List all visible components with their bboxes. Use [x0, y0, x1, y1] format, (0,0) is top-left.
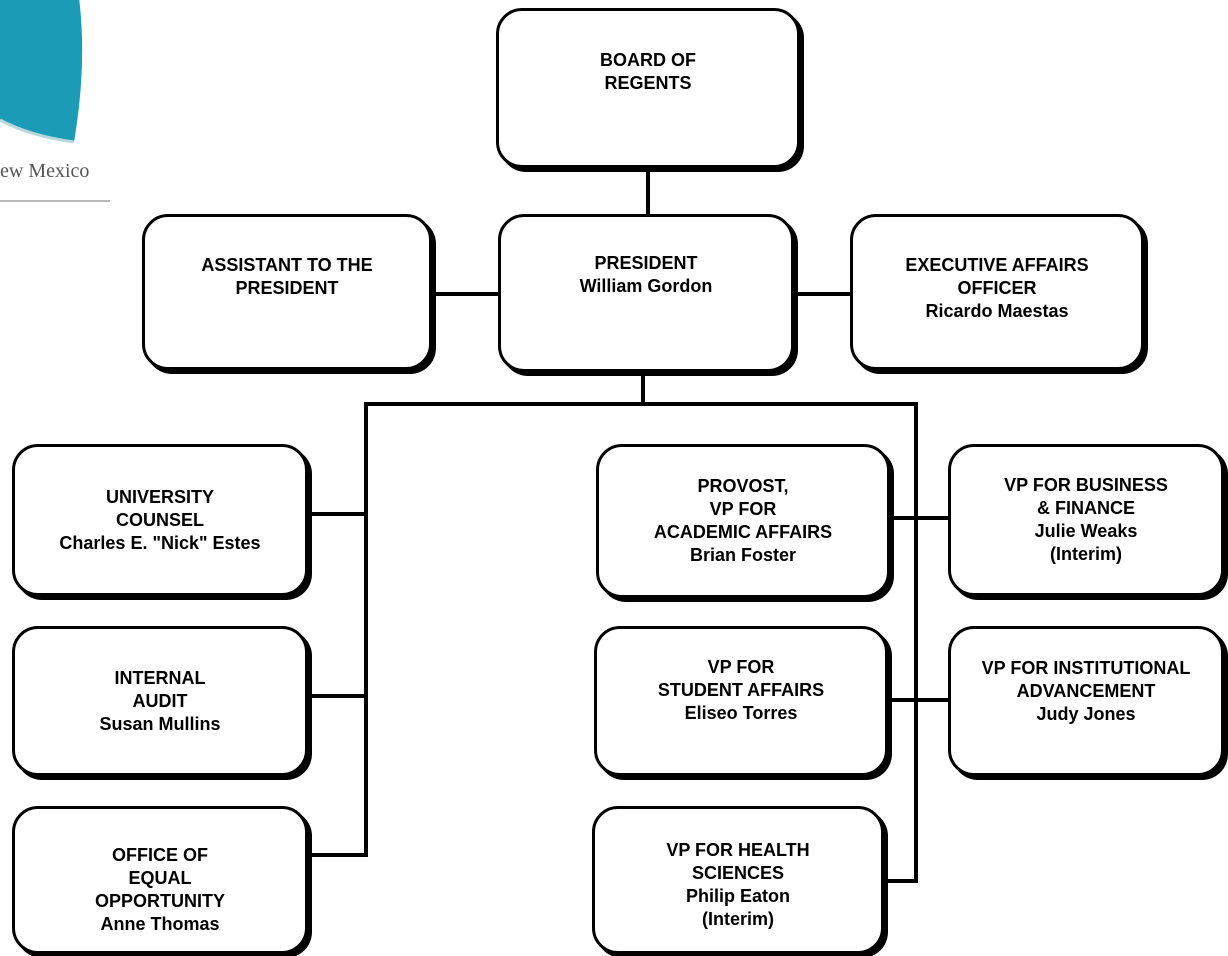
box-student-affairs: VP FOR STUDENT AFFAIRS Eliseo Torres — [594, 626, 888, 776]
health-line-2: SCIENCES — [691, 863, 785, 883]
health-status: (Interim) — [702, 909, 774, 929]
student-name: Eliseo Torres — [684, 702, 798, 723]
box-institutional-advancement: VP FOR INSTITUTIONAL ADVANCEMENT Judy Jo… — [948, 626, 1224, 776]
box-board-of-regents: BOARD OF REGENTS — [496, 8, 800, 168]
executive-line-1: EXECUTIVE AFFAIRS — [905, 254, 1089, 275]
box-internal-audit: INTERNAL AUDIT Susan Mullins — [12, 626, 308, 776]
counsel-line-2: COUNSEL — [115, 509, 204, 530]
logo-arc-icon — [0, 0, 83, 144]
counsel-name: Charles E. "Nick" Estes — [59, 532, 261, 553]
provost-line-1: PROVOST, — [697, 476, 789, 496]
audit-name: Susan Mullins — [99, 713, 221, 734]
box-equal-opportunity: OFFICE OF EQUAL OPPORTUNITY Anne Thomas — [12, 806, 308, 954]
logo-text: ew Mexico — [0, 160, 90, 182]
provost-line-3: ACADEMIC AFFAIRS — [653, 522, 833, 542]
eeo-line-1: OFFICE OF — [112, 845, 208, 865]
business-line-2: & FINANCE — [1037, 498, 1135, 518]
advancement-line-2: ADVANCEMENT — [1016, 680, 1156, 701]
health-line-1: VP FOR HEALTH — [666, 840, 810, 860]
president-title: PRESIDENT — [594, 253, 698, 273]
eeo-line-3: OPPORTUNITY — [94, 891, 225, 911]
eeo-line-2: EQUAL — [128, 868, 192, 888]
executive-name: Ricardo Maestas — [925, 300, 1069, 321]
advancement-name: Judy Jones — [1036, 703, 1136, 724]
box-executive-affairs-officer: EXECUTIVE AFFAIRS OFFICER Ricardo Maesta… — [850, 214, 1144, 370]
assistant-line-1: ASSISTANT TO THE — [201, 255, 373, 275]
board-line-2: REGENTS — [604, 73, 692, 93]
board-line-1: BOARD OF — [600, 50, 696, 70]
business-status: (Interim) — [1050, 544, 1122, 564]
logo-divider — [0, 200, 110, 202]
executive-line-2: OFFICER — [957, 277, 1037, 298]
audit-line-1: INTERNAL — [114, 667, 206, 688]
audit-line-2: AUDIT — [132, 690, 188, 711]
business-name: Julie Weaks — [1034, 521, 1138, 541]
eeo-name: Anne Thomas — [100, 914, 220, 934]
president-name: William Gordon — [579, 276, 713, 296]
box-provost: PROVOST, VP FOR ACADEMIC AFFAIRS Brian F… — [596, 444, 890, 598]
box-president: PRESIDENT William Gordon — [498, 214, 794, 372]
box-business-finance: VP FOR BUSINESS & FINANCE Julie Weaks (I… — [948, 444, 1224, 596]
health-name: Philip Eaton — [685, 886, 790, 906]
box-university-counsel: UNIVERSITY COUNSEL Charles E. "Nick" Est… — [12, 444, 308, 596]
box-health-sciences: VP FOR HEALTH SCIENCES Philip Eaton (Int… — [592, 806, 884, 954]
student-line-2: STUDENT AFFAIRS — [657, 679, 825, 700]
counsel-line-1: UNIVERSITY — [105, 486, 215, 507]
advancement-line-1: VP FOR INSTITUTIONAL — [981, 657, 1191, 678]
business-line-1: VP FOR BUSINESS — [1004, 475, 1168, 495]
student-line-1: VP FOR — [707, 656, 775, 677]
box-assistant-to-president: ASSISTANT TO THE PRESIDENT — [142, 214, 432, 370]
provost-line-2: VP FOR — [709, 499, 777, 519]
university-logo: ew Mexico — [0, 0, 130, 210]
provost-name: Brian Foster — [689, 545, 797, 565]
assistant-line-2: PRESIDENT — [235, 278, 339, 298]
